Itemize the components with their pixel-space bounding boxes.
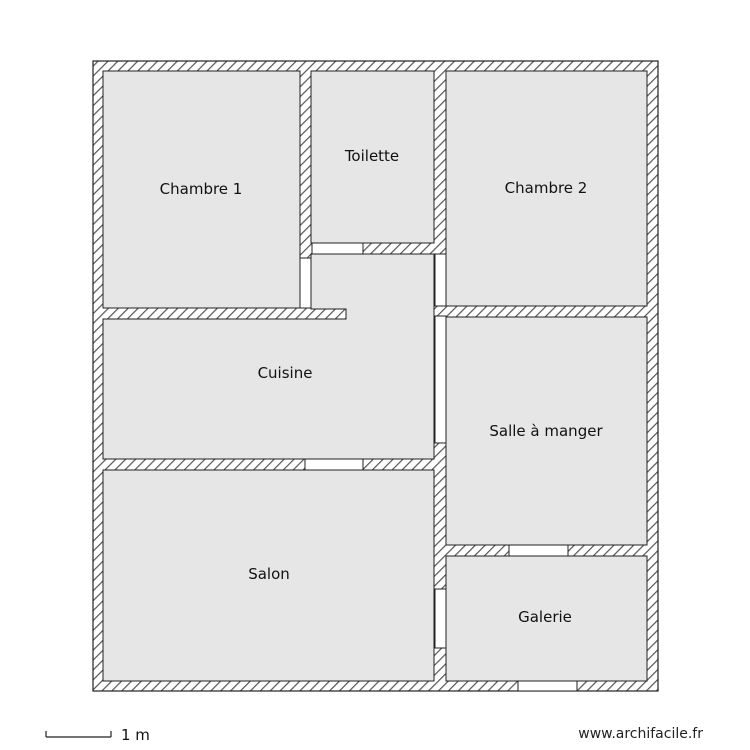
door-exterior-galerie (517, 680, 578, 692)
room-salon (102, 469, 435, 682)
label-galerie: Galerie (518, 608, 572, 626)
door-salle-a-manger (434, 315, 447, 444)
label-cuisine: Cuisine (258, 364, 313, 382)
openings (299, 242, 578, 692)
label-chambre-2: Chambre 2 (505, 179, 588, 197)
room-cuisine (102, 253, 435, 460)
door-chambre-1 (299, 257, 312, 309)
door-salon-cuisine (304, 458, 364, 471)
label-chambre-1: Chambre 1 (160, 180, 243, 198)
scale-bar (45, 731, 112, 738)
room-toilette (310, 70, 435, 244)
scale-label: 1 m (121, 726, 150, 744)
door-toilette (311, 242, 364, 255)
label-salle-a-manger: Salle à manger (489, 422, 603, 440)
room-chambre-1 (102, 70, 301, 309)
room-chambre-2 (445, 70, 648, 307)
label-toilette: Toilette (344, 147, 399, 165)
label-salon: Salon (248, 565, 290, 583)
room-galerie (445, 555, 648, 682)
door-salon-galerie (434, 588, 447, 649)
rooms (102, 70, 648, 682)
door-galerie-salle (508, 544, 569, 557)
door-chambre-2 (434, 253, 447, 307)
watermark-text: www.archifacile.fr (578, 726, 703, 742)
